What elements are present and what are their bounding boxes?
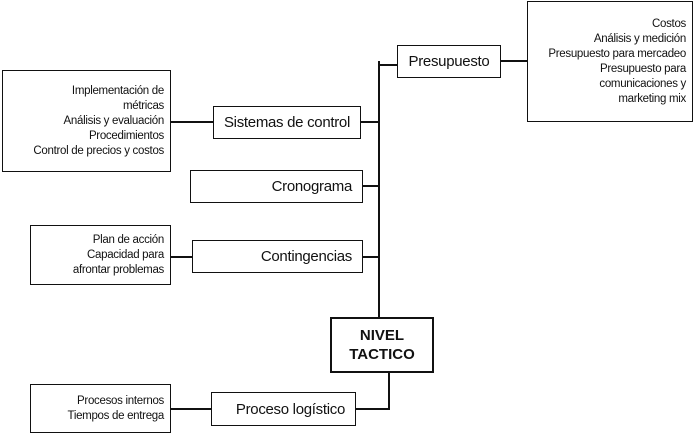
node-proceso-logistico: Proceso logístico — [211, 392, 356, 426]
connector-logistico-vertical — [388, 372, 390, 410]
connector-control-detail — [170, 121, 214, 123]
logistico-detail-box: Procesos internos Tiempos de entrega — [30, 384, 171, 433]
node-contingencias: Contingencias — [192, 240, 363, 273]
detail-item: Tiempos de entrega — [67, 409, 165, 422]
detail-item: Costos — [652, 17, 686, 30]
connector-presupuesto — [378, 64, 398, 66]
detail-item: marketing mix — [618, 92, 686, 105]
root-label: NIVEL TACTICO — [349, 327, 415, 363]
trunk-line — [378, 61, 380, 318]
detail-item: comunicaciones y — [599, 77, 686, 90]
detail-item: Capacidad para — [87, 248, 164, 261]
detail-item: Control de precios y costos — [33, 144, 164, 157]
root-node-nivel-tactico: NIVEL TACTICO — [330, 317, 434, 373]
detail-item: Procesos internos — [77, 394, 164, 407]
detail-item: Procedimientos — [88, 129, 164, 142]
node-label: Cronograma — [271, 178, 353, 195]
detail-item: Análisis y medición — [593, 32, 686, 45]
connector-logistico-detail — [170, 408, 212, 410]
connector-control — [360, 121, 380, 123]
connector-logistico — [355, 408, 390, 410]
connector-contingencias-detail — [170, 256, 193, 258]
node-sistemas-de-control: Sistemas de control — [213, 106, 361, 139]
detail-item: Análisis y evaluación — [63, 114, 165, 127]
node-label: Proceso logístico — [235, 400, 345, 418]
detail-item: Plan de acción — [92, 233, 165, 246]
connector-presupuesto-detail — [500, 60, 528, 62]
detail-item: métricas — [122, 99, 164, 112]
connector-contingencias — [362, 256, 380, 258]
control-detail-box: Implementación de métricas Análisis y ev… — [2, 70, 171, 172]
presupuesto-detail-box: Costos Análisis y medición Presupuesto p… — [527, 1, 693, 122]
detail-item: afrontar problemas — [72, 263, 164, 276]
detail-item: Presupuesto para mercadeo — [548, 47, 686, 60]
detail-item: Presupuesto para — [600, 62, 686, 75]
connector-cronograma — [362, 185, 380, 187]
node-label: Contingencias — [260, 248, 352, 265]
contingencias-detail-box: Plan de acción Capacidad para afrontar p… — [30, 225, 171, 285]
node-label: Sistemas de control — [223, 114, 350, 131]
detail-item: Implementación de — [71, 84, 164, 97]
node-label: Presupuesto — [408, 53, 490, 70]
node-presupuesto: Presupuesto — [397, 45, 501, 78]
node-cronograma: Cronograma — [190, 170, 363, 203]
